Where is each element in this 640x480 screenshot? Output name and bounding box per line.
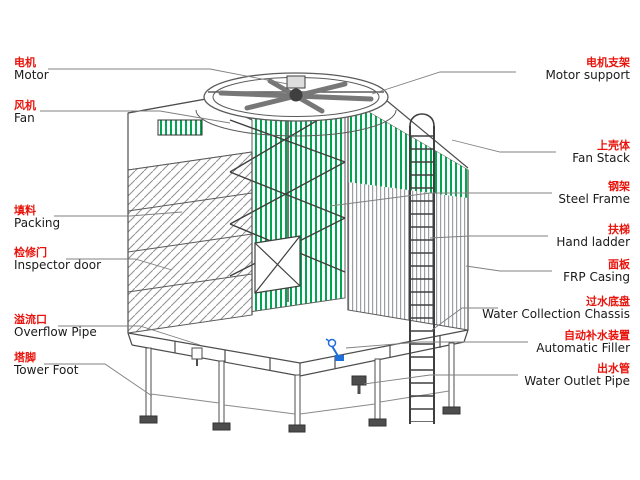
label-automatic-filler-en: Automatic Filler (536, 341, 630, 355)
label-automatic-filler-zh: 自动补水装置 (564, 329, 630, 342)
label-tower-foot-zh: 塔脚 (14, 351, 36, 364)
label-motor-support: 电机支架 Motor support (545, 56, 630, 82)
label-hand-ladder-en: Hand ladder (556, 235, 630, 249)
label-motor-support-zh: 电机支架 (586, 56, 630, 69)
label-motor-support-en: Motor support (545, 68, 630, 82)
motor-unit (286, 75, 306, 89)
label-fan-zh: 风机 (14, 99, 36, 112)
label-fan-stack: 上壳体 Fan Stack (572, 139, 630, 165)
label-steel-frame: 钢架 Steel Frame (558, 180, 630, 206)
label-water-outlet-pipe-zh: 出水管 (597, 362, 630, 375)
label-fan-stack-zh: 上壳体 (597, 139, 630, 152)
label-frp-casing-en: FRP Casing (563, 270, 630, 284)
frp-casing-panel (347, 99, 469, 331)
hand-ladder (409, 113, 435, 424)
water-outlet-pipe-stub (351, 375, 367, 394)
tower-foot-pads (139, 406, 461, 433)
label-tower-foot: 塔脚 Tower Foot (14, 351, 78, 377)
fan-stack-collar (195, 109, 397, 137)
label-frp-casing-zh: 面板 (608, 258, 630, 271)
label-hand-ladder: 扶梯 Hand ladder (556, 223, 630, 249)
ladder-hoop (409, 113, 435, 127)
label-frp-casing: 面板 FRP Casing (563, 258, 630, 284)
label-water-outlet-pipe: 出水管 Water Outlet Pipe (524, 362, 630, 388)
label-inspector-door-zh: 检修门 (14, 246, 47, 259)
fan-assembly (195, 72, 397, 137)
label-overflow-pipe: 溢流口 Overflow Pipe (14, 313, 97, 339)
label-automatic-filler: 自动补水装置 Automatic Filler (536, 329, 630, 355)
label-water-outlet-pipe-en: Water Outlet Pipe (524, 374, 630, 388)
label-steel-frame-zh: 钢架 (608, 180, 630, 193)
label-fan: 风机 Fan (14, 99, 36, 125)
label-water-collection-chassis-en: Water Collection Chassis (482, 307, 630, 321)
label-water-collection-chassis: 过水底盘 Water Collection Chassis (482, 295, 630, 321)
label-packing-zh: 填料 (14, 204, 36, 217)
inspector-door-panel (254, 235, 301, 294)
label-hand-ladder-zh: 扶梯 (608, 223, 630, 236)
label-fan-en: Fan (14, 111, 35, 125)
label-packing: 填料 Packing (14, 204, 60, 230)
label-motor: 电机 Motor (14, 56, 49, 82)
packing-louvers (127, 151, 253, 334)
label-inspector-door-en: Inspector door (14, 258, 102, 272)
fan-hub (289, 88, 303, 102)
automatic-filler-device (325, 338, 344, 361)
overflow-pipe-stub (191, 347, 203, 366)
label-fan-stack-en: Fan Stack (572, 151, 630, 165)
label-motor-en: Motor (14, 68, 49, 82)
leader-lines (40, 68, 556, 397)
label-motor-zh: 电机 (14, 56, 36, 69)
label-inspector-door: 检修门 Inspector door (14, 246, 101, 272)
tower-body-edges (127, 98, 469, 333)
label-overflow-pipe-en: Overflow Pipe (14, 325, 97, 339)
label-water-collection-chassis-zh: 过水底盘 (586, 295, 630, 308)
label-tower-foot-en: Tower Foot (14, 363, 79, 377)
label-steel-frame-en: Steel Frame (558, 192, 630, 206)
fan-grille (157, 119, 203, 136)
label-overflow-pipe-zh: 溢流口 (14, 313, 47, 326)
label-packing-en: Packing (14, 216, 61, 230)
